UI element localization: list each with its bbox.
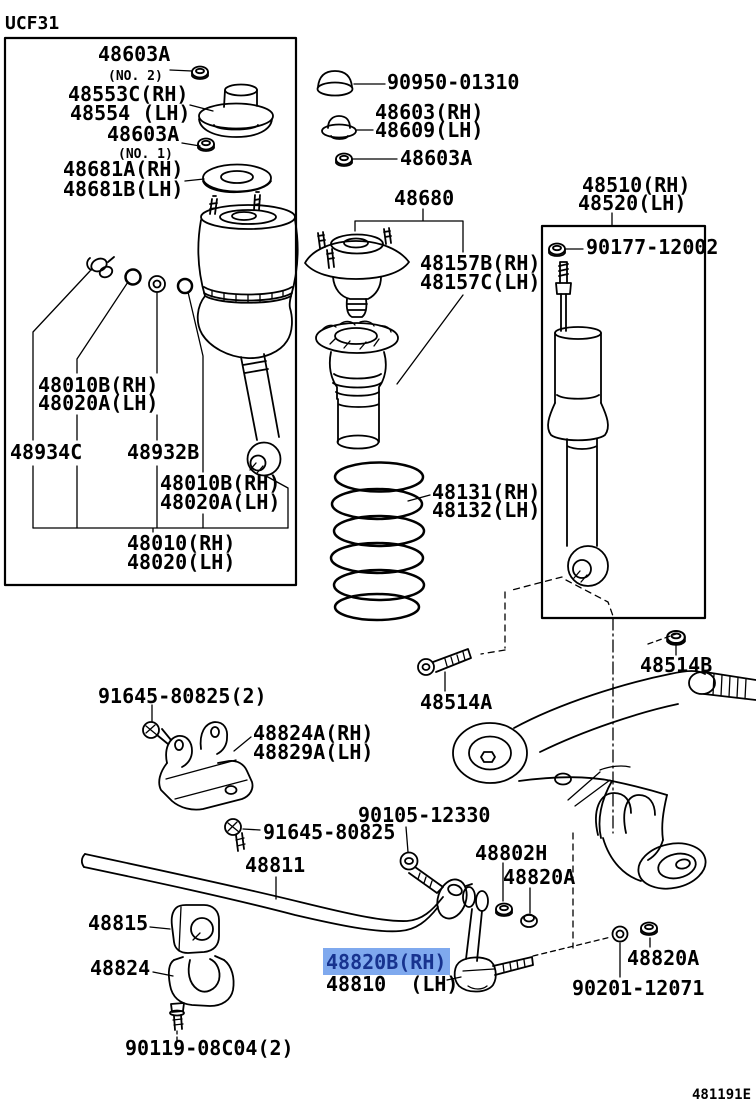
note-no2: (NO. 2) — [108, 69, 163, 84]
part-label-48010b-rh-2[interactable]: 48010B(RH) — [160, 471, 281, 495]
cap-48603-drawing — [321, 115, 357, 140]
part-label-90950-01310[interactable]: 90950-01310 — [387, 70, 520, 94]
part-label-48680[interactable]: 48680 — [394, 186, 455, 210]
model-code: UCF31 — [5, 13, 60, 34]
part-label-48820a-upper[interactable]: 48820A — [503, 865, 576, 889]
dust-cover-drawing — [328, 351, 387, 450]
group-box-strut-assembly — [3, 36, 298, 587]
figure-code: 481191E — [692, 1087, 752, 1103]
stabilizer-bracket-drawing — [167, 955, 235, 1007]
part-label-48510-rh[interactable]: 48510(RH) — [582, 173, 691, 197]
dust-seal-drawing — [202, 163, 272, 194]
part-label-48829a-lh[interactable]: 48829A(LH) — [253, 740, 374, 764]
part-label-48157c-lh[interactable]: 48157C(LH) — [420, 270, 541, 294]
part-label-48020-lh[interactable]: 48020(LH) — [127, 550, 236, 574]
part-label-48681a-rh[interactable]: 48681A(RH) — [63, 157, 184, 181]
part-label-48820a-lower[interactable]: 48820A — [627, 946, 700, 970]
stabilizer-bushing-drawing — [170, 904, 220, 954]
part-label-48514a[interactable]: 48514A — [420, 690, 493, 714]
part-label-90177-12002[interactable]: 90177-12002 — [586, 235, 719, 259]
assembly-dashed-lines — [176, 576, 677, 1041]
part-label-48514b[interactable]: 48514B — [640, 653, 713, 677]
bolt-91645-drawing — [224, 818, 246, 852]
leader-lines-middle — [352, 83, 613, 502]
spring-insulator-drawing — [315, 320, 399, 354]
part-label-48603a-no2[interactable]: 48603A — [98, 42, 171, 66]
coil-spring-drawing — [329, 461, 426, 622]
washer-90201-drawing — [611, 925, 629, 943]
air-suspension-strut-drawing — [196, 191, 299, 477]
part-label-91645-80825[interactable]: 91645-80825 — [263, 820, 396, 844]
bolt-48514a-drawing — [417, 648, 472, 692]
part-label-48609-lh[interactable]: 48609(LH) — [375, 118, 484, 142]
part-label-48811[interactable]: 48811 — [245, 853, 306, 877]
part-label-48010b-rh-1[interactable]: 48010B(RH) — [38, 373, 159, 397]
air-line-clip-and-orings — [86, 256, 194, 295]
part-label-48520-lh[interactable]: 48520(LH) — [578, 191, 687, 215]
cap-90950-drawing — [316, 70, 354, 97]
part-label-48820b-rh-selected[interactable]: 48820B(RH) — [323, 948, 451, 975]
support-48680-drawing — [304, 227, 410, 318]
bolt-head-48820a-drawing — [520, 913, 538, 928]
leader-lines-lower — [149, 704, 651, 981]
part-label-48824[interactable]: 48824 — [90, 956, 151, 980]
stabilizer-link-drawing — [453, 883, 534, 993]
shock-absorber-drawing — [547, 261, 609, 587]
bolt-90105-drawing — [399, 851, 444, 894]
leader-lines-left-box — [32, 69, 289, 533]
part-label-90119-08c04-2[interactable]: 90119-08C04(2) — [125, 1036, 294, 1060]
part-label-48553c-rh[interactable]: 48553C(RH) — [68, 82, 189, 106]
part-label-48934c[interactable]: 48934C — [10, 440, 83, 464]
group-box-shock-absorber — [540, 224, 707, 620]
part-label-48824a-rh[interactable]: 48824A(RH) — [253, 721, 374, 745]
part-label-48815[interactable]: 48815 — [88, 911, 149, 935]
part-label-90105-12330[interactable]: 90105-12330 — [358, 803, 491, 827]
part-label-48157b-rh[interactable]: 48157B(RH) — [420, 251, 541, 275]
stabilizer-bar-drawing — [80, 853, 468, 933]
part-label-48802h[interactable]: 48802H — [475, 841, 548, 865]
part-label-48810-lh[interactable]: 48810 (LH) — [326, 972, 459, 996]
part-label-48020a-lh-2[interactable]: 48020A(LH) — [160, 490, 281, 514]
part-label-48603-rh[interactable]: 48603(RH) — [375, 100, 484, 124]
bolt-90119-drawing — [169, 1002, 185, 1031]
part-label-48603a-no1[interactable]: 48603A — [107, 122, 180, 146]
part-label-48010-rh[interactable]: 48010(RH) — [127, 531, 236, 555]
part-label-48132-lh[interactable]: 48132(LH) — [432, 498, 541, 522]
part-label-91645-80825-2[interactable]: 91645-80825(2) — [98, 684, 267, 708]
part-label-48131-rh[interactable]: 48131(RH) — [432, 480, 541, 504]
note-no1: (NO. 1) — [118, 147, 173, 162]
part-label-48681b-lh[interactable]: 48681B(LH) — [63, 177, 184, 201]
part-label-48932b[interactable]: 48932B — [127, 440, 200, 464]
bracket-48824a-drawing — [142, 721, 254, 811]
part-label-48603a-mid[interactable]: 48603A — [400, 146, 473, 170]
part-label-48020a-lh-1[interactable]: 48020A(LH) — [38, 391, 159, 415]
lower-control-arm-drawing — [452, 670, 756, 890]
part-label-90201-12071[interactable]: 90201-12071 — [572, 976, 705, 1000]
part-label-48554-lh[interactable]: 48554 (LH) — [70, 101, 191, 125]
support-sub-assy-drawing — [198, 83, 274, 138]
